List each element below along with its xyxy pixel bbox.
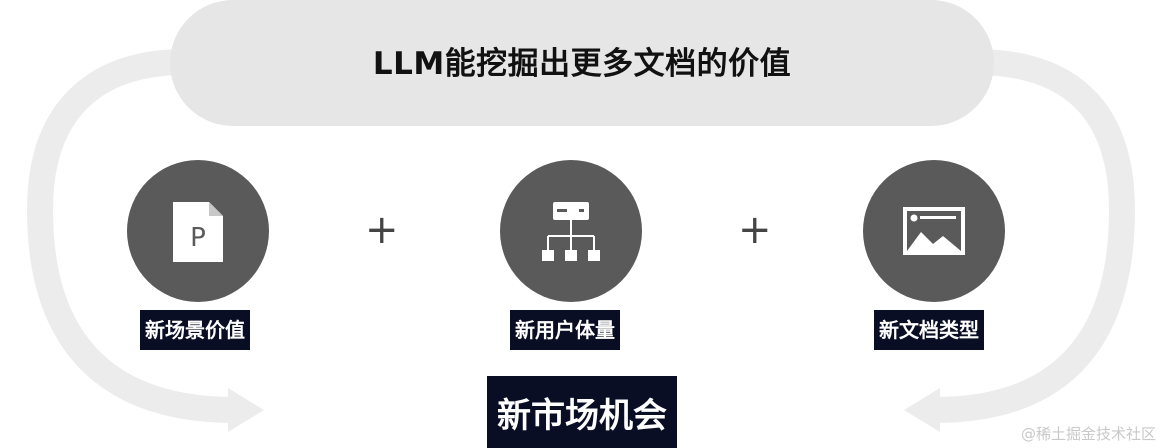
- plus-operator-2: +: [738, 207, 772, 253]
- right-arrowhead: [904, 388, 940, 432]
- node-scenario: P: [127, 160, 269, 302]
- watermark: @稀土掘金技术社区: [1020, 425, 1156, 443]
- label-doctypes: 新文档类型: [874, 310, 984, 350]
- label-scenario: 新场景价值: [140, 310, 250, 350]
- result-label: 新市场机会: [487, 376, 677, 448]
- title-pill: LLM能挖掘出更多文档的价值: [170, 0, 994, 126]
- right-cycle-arrow: [934, 49, 1136, 423]
- document-p-icon: P: [173, 202, 223, 262]
- left-cycle-arrow: [26, 49, 236, 423]
- diagram-title: LLM能挖掘出更多文档的价值: [372, 45, 792, 82]
- node-doctypes: [863, 160, 1005, 302]
- left-arrowhead: [228, 388, 264, 432]
- svg-text:P: P: [190, 223, 206, 253]
- plus-operator-1: +: [365, 207, 399, 253]
- hierarchy-icon: [542, 202, 600, 261]
- image-icon: [903, 207, 965, 255]
- label-users: 新用户体量: [510, 310, 620, 350]
- node-users: [500, 160, 642, 302]
